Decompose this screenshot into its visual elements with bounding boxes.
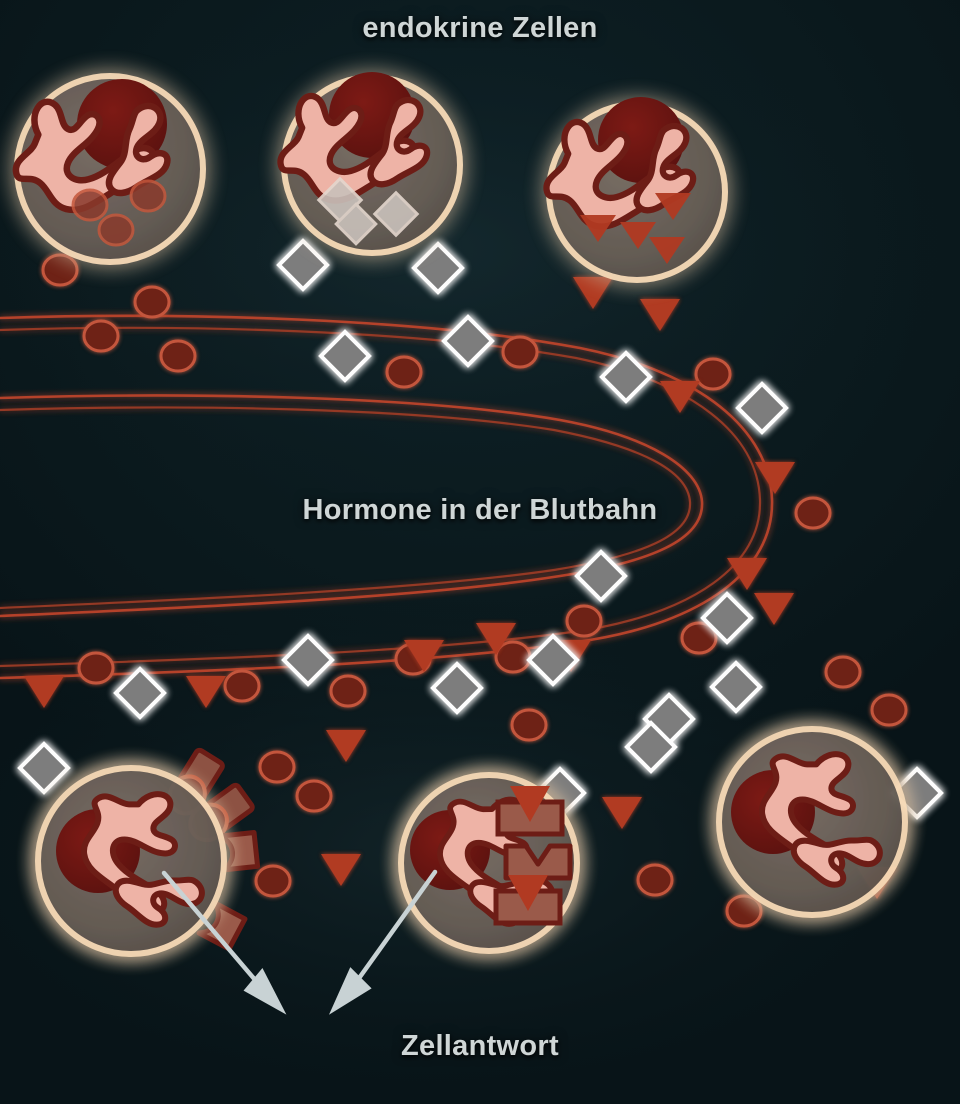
vesicle-group bbox=[316, 176, 420, 246]
endocrine-cell-1[interactable] bbox=[16, 73, 206, 265]
vesicle-group bbox=[580, 193, 691, 264]
arrow-right bbox=[349, 869, 438, 991]
arrow-left bbox=[161, 870, 265, 991]
vessel-wall-inner-top bbox=[0, 394, 704, 618]
target-cell-middle[interactable] bbox=[398, 772, 580, 954]
target-cell-right[interactable] bbox=[716, 726, 908, 918]
arrow-right-head bbox=[328, 967, 372, 1015]
vessel-wall-outer-top bbox=[0, 314, 774, 680]
vesicle-group bbox=[71, 179, 167, 247]
endocrine-cell-2[interactable] bbox=[280, 72, 463, 256]
vessel-wall-secondary-bottom bbox=[0, 406, 692, 610]
target-cell-left[interactable] bbox=[35, 748, 258, 957]
endocrine-cell-3[interactable] bbox=[546, 97, 728, 283]
title-hormones-in-bloodstream: Hormone in der Blutbahn bbox=[302, 494, 658, 526]
title-cell-response: Zellantwort bbox=[401, 1030, 559, 1062]
arrow-left-head bbox=[243, 967, 287, 1015]
title-endocrine-cells: endokrine Zellen bbox=[362, 12, 598, 44]
